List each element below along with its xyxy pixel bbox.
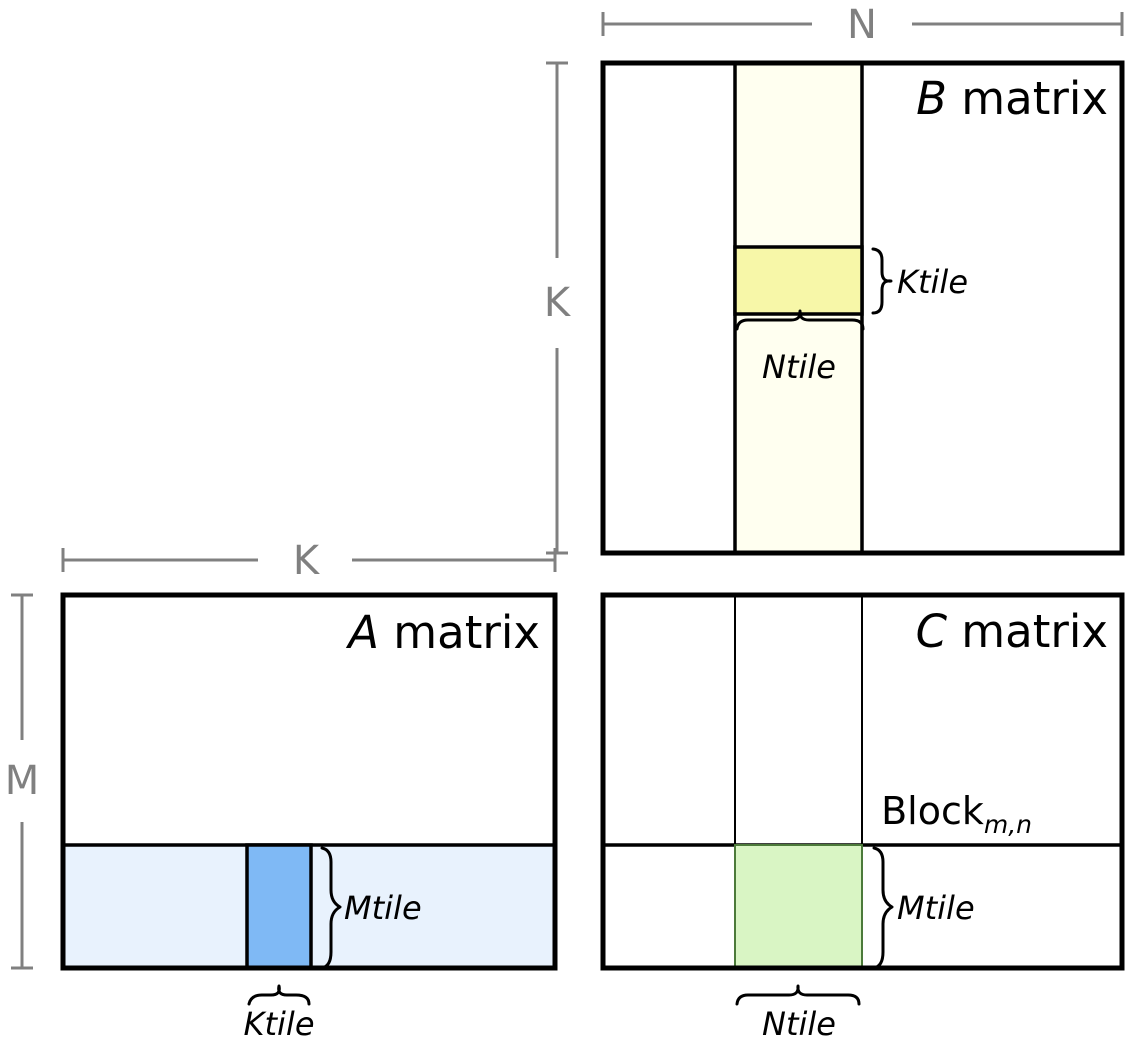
a-matrix-label: A matrix xyxy=(345,606,540,659)
c-mtile-brace: Mtile xyxy=(872,846,975,970)
a-matrix-label-symbol: A xyxy=(345,606,379,659)
a-ktile-brace: Ktile xyxy=(244,984,315,1043)
a-matrix: A matrix xyxy=(60,592,558,971)
a-matrix-tile xyxy=(245,843,313,970)
dimension-m-left: M xyxy=(5,593,40,970)
c-matrix-outline xyxy=(600,592,1125,971)
dimension-k-left: K xyxy=(544,61,572,555)
b-matrix-outline xyxy=(600,60,1125,556)
a-ktile-brace-label: Ktile xyxy=(244,1005,315,1043)
b-matrix-label-symbol: B xyxy=(916,72,947,125)
b-matrix: B matrix xyxy=(600,60,1125,556)
c-mtile-brace-label: Mtile xyxy=(897,889,975,927)
a-mtile-brace-path xyxy=(320,846,342,970)
b-ntile-brace-path xyxy=(735,309,865,331)
dimension-label-n: N xyxy=(847,2,877,48)
c-ntile-brace: Ntile xyxy=(735,984,861,1043)
b-ktile-brace-path xyxy=(871,247,893,315)
a-mtile-brace-label: Mtile xyxy=(344,889,422,927)
a-ktile-brace-path xyxy=(247,984,311,1006)
dimension-label-k-left: K xyxy=(544,280,572,326)
c-matrix-tile xyxy=(734,844,863,969)
c-ntile-brace-path xyxy=(735,984,861,1006)
dimension-label-k-top: K xyxy=(293,538,321,584)
b-ktile-brace-label: Ktile xyxy=(897,263,968,301)
c-matrix-label: C matrix xyxy=(916,605,1108,658)
c-matrix-label-text: matrix xyxy=(947,605,1108,658)
c-mtile-brace-path xyxy=(872,846,894,970)
dimension-k-top: K xyxy=(61,538,557,584)
c-matrix-block-label-sub: m,n xyxy=(984,810,1032,839)
a-mtile-brace: Mtile xyxy=(320,846,422,970)
c-matrix-block-label-main: Block xyxy=(881,789,984,833)
b-ktile-brace: Ktile xyxy=(871,247,968,315)
c-matrix-block-label: Blockm,n xyxy=(881,789,1032,839)
b-ntile-brace-label: Ntile xyxy=(762,348,836,386)
c-ntile-brace-label: Ntile xyxy=(762,1005,836,1043)
b-matrix-tile xyxy=(733,245,864,316)
a-matrix-label-text: matrix xyxy=(379,606,540,659)
c-matrix-label-symbol: C xyxy=(916,605,948,658)
b-matrix-label: B matrix xyxy=(916,72,1108,125)
c-matrix: C matrix Blockm,n xyxy=(600,592,1125,971)
dimension-label-m: M xyxy=(5,758,40,804)
a-matrix-outline xyxy=(60,592,558,971)
b-matrix-label-text: matrix xyxy=(947,72,1108,125)
b-ntile-brace: Ntile xyxy=(735,309,865,386)
dimension-n-top: N xyxy=(601,2,1124,48)
